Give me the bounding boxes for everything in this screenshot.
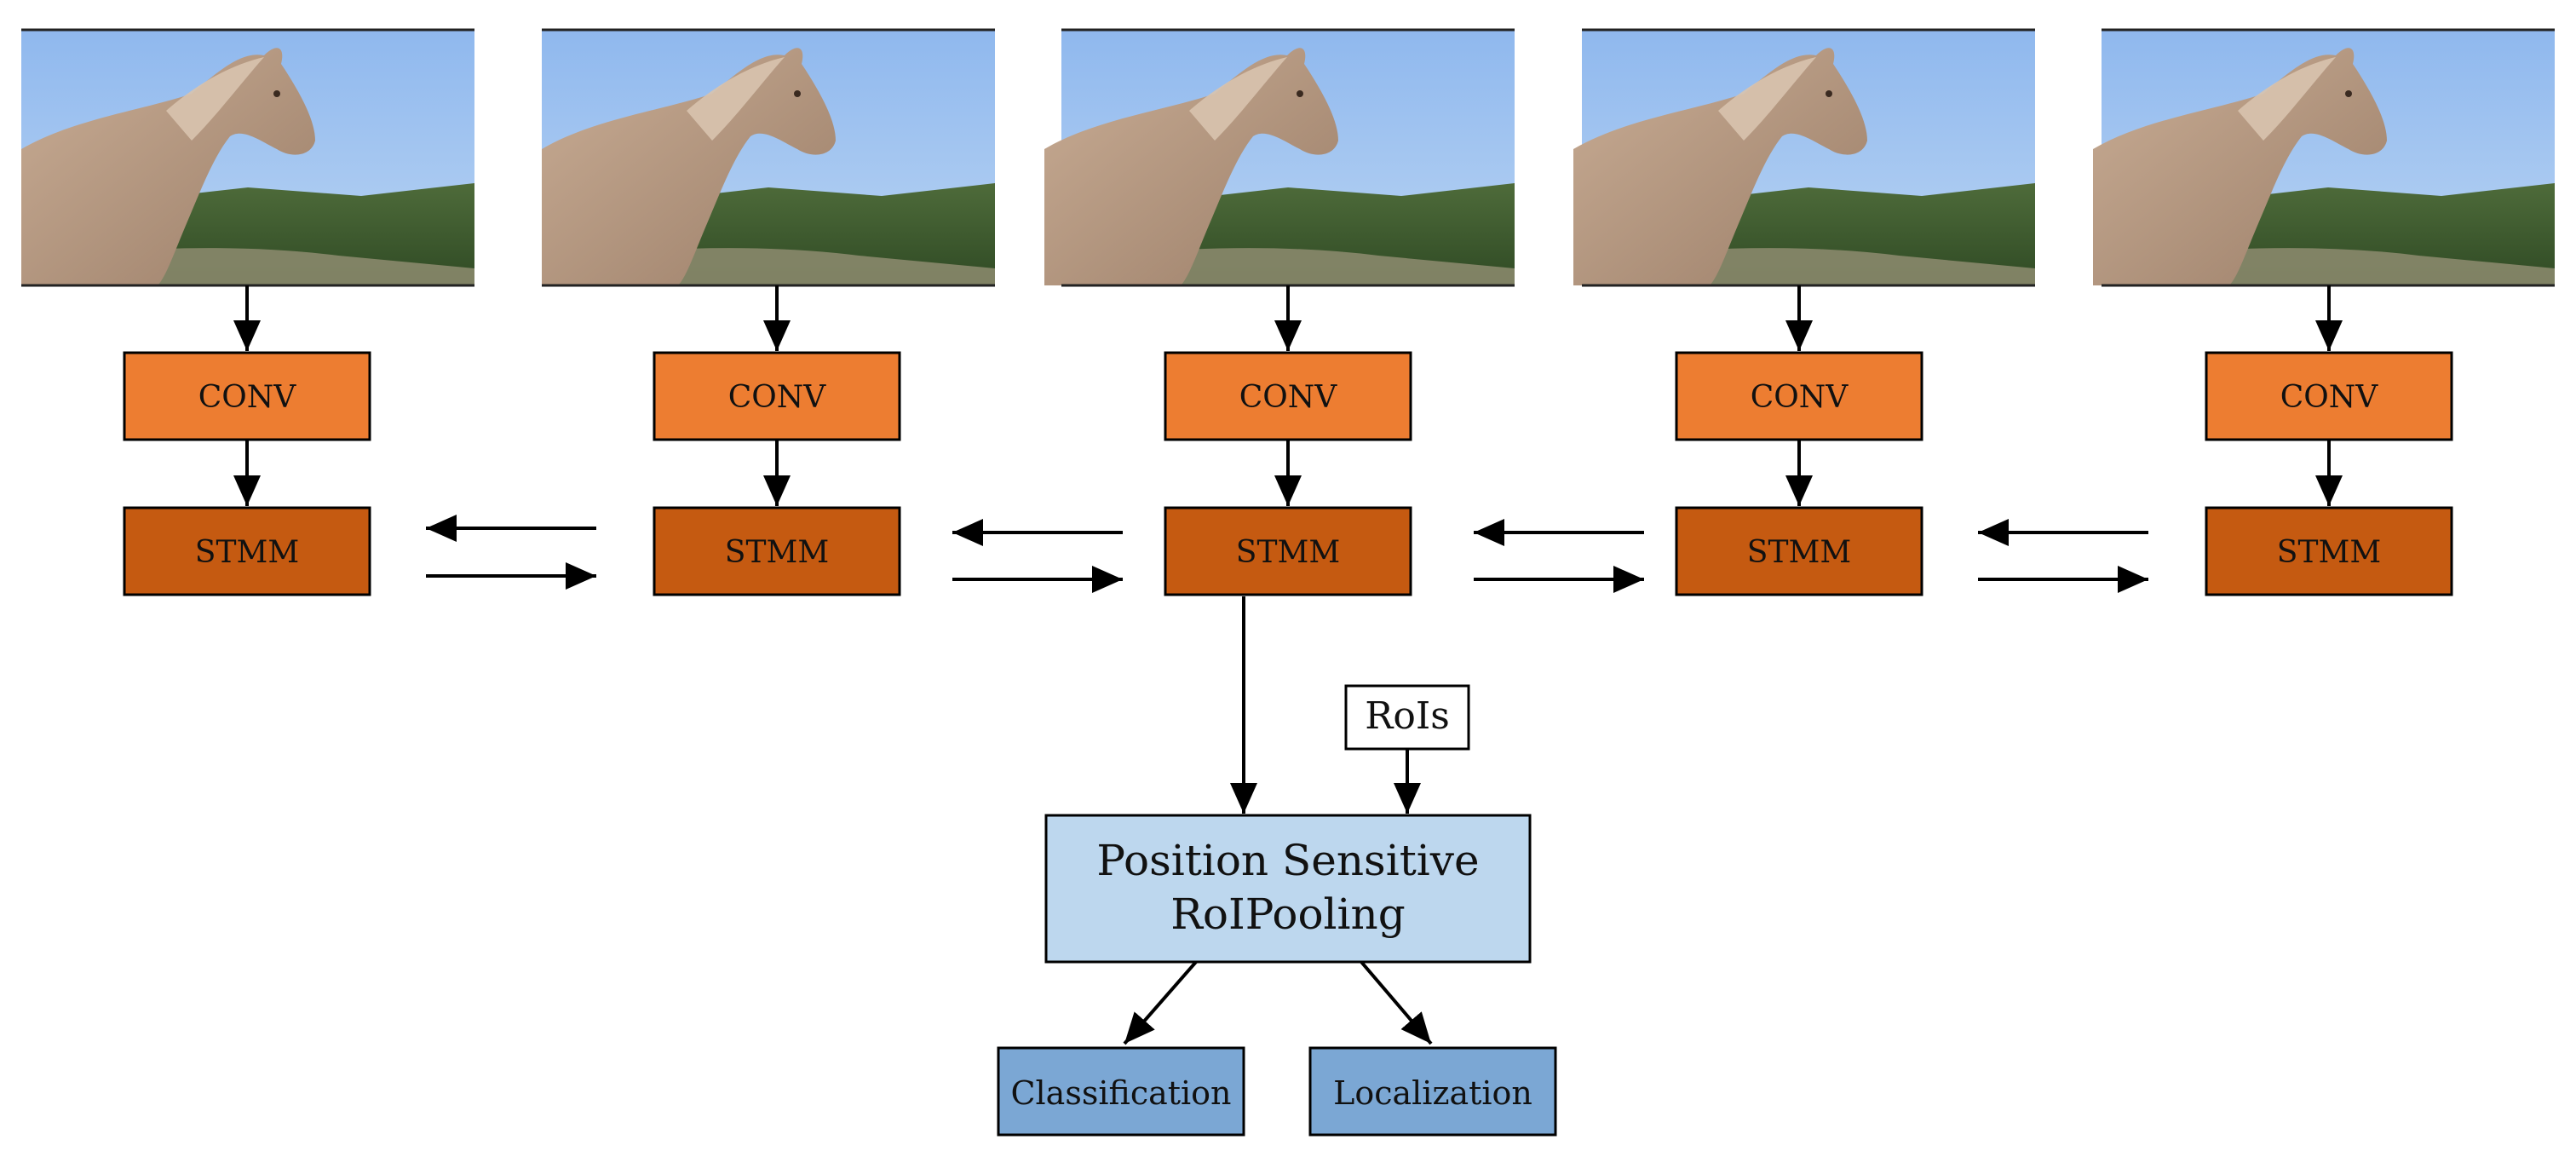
stmm-bidirectional-link — [1474, 519, 1644, 593]
conv-label: CONV — [198, 380, 297, 415]
stmm-bidirectional-link — [1978, 519, 2148, 593]
stmm-label: STMM — [2277, 535, 2381, 570]
video-frame-image — [542, 28, 995, 287]
frame-column: CONV STMM — [542, 28, 995, 596]
conv-label: CONV — [728, 380, 827, 415]
stmm-label: STMM — [1236, 535, 1340, 570]
stmm-box — [123, 506, 371, 596]
conv-label: CONV — [1239, 380, 1338, 415]
conv-box — [1675, 351, 1923, 441]
frame-column: CONV STMM — [21, 28, 474, 596]
conv-label: CONV — [1751, 380, 1849, 415]
video-frame-image — [1044, 28, 1515, 287]
conv-label: CONV — [2280, 380, 2379, 415]
conv-box — [1164, 351, 1412, 441]
frame-column: CONV STMM — [2093, 28, 2555, 596]
pooling-to-classification-arrow — [1123, 960, 1198, 1045]
stmm-box — [1164, 506, 1412, 596]
stmm-box — [2205, 506, 2453, 596]
pooling-label-line2: RoIPooling — [1170, 889, 1406, 939]
classification-label: Classification — [1010, 1074, 1231, 1112]
pooling-label-line1: Position Sensitive — [1096, 836, 1479, 885]
frame-column: CONV STMM — [1573, 28, 2035, 596]
video-frame-image — [2093, 28, 2555, 287]
stmm-label: STMM — [725, 535, 829, 570]
video-frame-image — [21, 28, 474, 287]
rois-label: RoIs — [1365, 694, 1450, 738]
conv-box — [2205, 351, 2453, 441]
stmm-bidirectional-link — [426, 515, 596, 590]
stmm-bidirectional-link — [952, 519, 1123, 593]
conv-box — [653, 351, 901, 441]
stmm-box — [1675, 506, 1923, 596]
pooling-box — [1044, 814, 1532, 964]
stmm-label: STMM — [195, 535, 299, 570]
video-frame-image — [1573, 28, 2035, 287]
classification-box — [997, 1046, 1245, 1137]
stmm-label: STMM — [1747, 535, 1851, 570]
stmm-box — [653, 506, 901, 596]
pooling-to-localization-arrow — [1360, 960, 1433, 1045]
localization-label: Localization — [1333, 1074, 1532, 1112]
rois-box — [1344, 684, 1470, 751]
frame-column: CONV STMM — [1044, 28, 1515, 596]
localization-box — [1308, 1046, 1557, 1137]
